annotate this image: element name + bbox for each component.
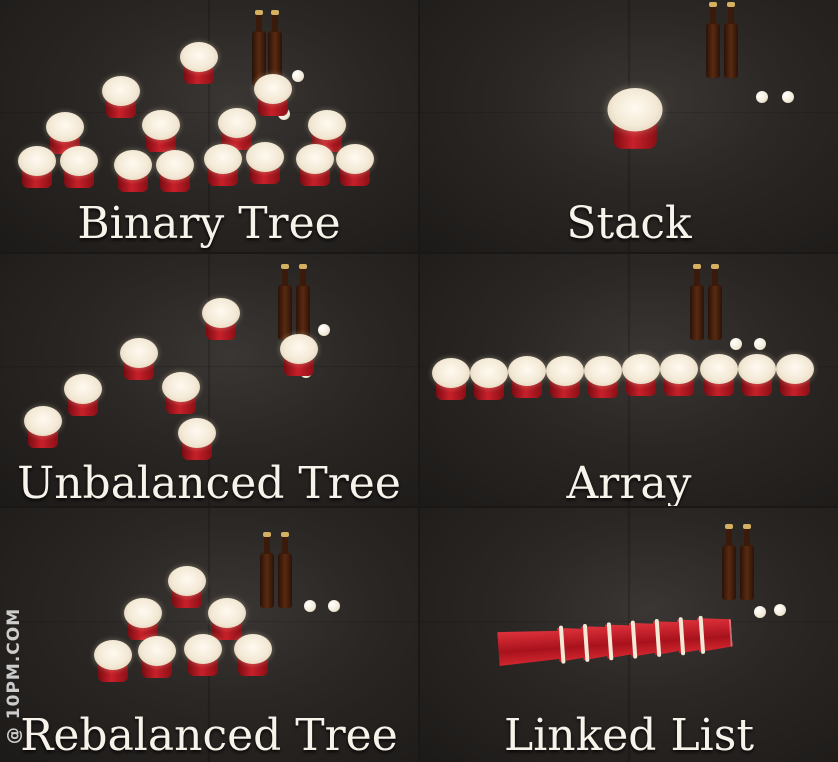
beer-bottles <box>258 532 302 608</box>
beer-bottles <box>704 2 748 78</box>
cup <box>204 144 242 190</box>
cup <box>178 418 216 464</box>
beer-bottles <box>250 10 294 86</box>
ping-pong-ball <box>782 91 794 103</box>
panel-caption: Rebalanced Tree <box>20 710 398 761</box>
ping-pong-ball <box>754 606 766 618</box>
cup <box>202 298 240 344</box>
ping-pong-ball <box>292 70 304 82</box>
cup <box>234 634 272 680</box>
cup <box>114 150 152 196</box>
ping-pong-ball <box>774 604 786 616</box>
cup <box>60 146 98 192</box>
stacked-cups <box>607 88 663 155</box>
cup <box>156 150 194 196</box>
cup <box>120 338 158 384</box>
watermark-text: @ 10PM.COM <box>4 607 25 745</box>
cup <box>584 356 622 402</box>
panel-caption: Linked List <box>503 710 755 761</box>
cup <box>660 354 698 400</box>
panel-caption: Binary Tree <box>77 198 341 249</box>
cup <box>508 356 546 402</box>
cup <box>142 110 180 156</box>
cup <box>254 74 292 120</box>
cup <box>184 634 222 680</box>
cup <box>470 358 508 404</box>
cup <box>700 354 738 400</box>
cup <box>336 144 374 190</box>
cup <box>46 112 84 158</box>
cup <box>18 146 56 192</box>
cup <box>94 640 132 686</box>
cup <box>138 636 176 682</box>
beer-bottles <box>276 264 320 340</box>
cup <box>546 356 584 402</box>
cup <box>776 354 814 400</box>
cup <box>24 406 62 452</box>
cup <box>280 334 318 380</box>
cup <box>162 372 200 418</box>
panel-unbalanced-tree: Unbalanced Tree <box>0 254 418 506</box>
ping-pong-ball <box>304 600 316 612</box>
cup <box>738 354 776 400</box>
cup <box>246 142 284 188</box>
ping-pong-ball <box>318 324 330 336</box>
ping-pong-ball <box>754 338 766 350</box>
panel-array: Array <box>420 254 838 506</box>
panel-caption: Unbalanced Tree <box>17 458 401 506</box>
ping-pong-ball <box>730 338 742 350</box>
beer-bottles <box>720 524 764 600</box>
cup <box>622 354 660 400</box>
panel-binary-tree: Binary Tree <box>0 0 418 252</box>
ping-pong-ball <box>328 600 340 612</box>
panel-caption: Stack <box>566 198 692 249</box>
panel-caption: Array <box>566 458 692 506</box>
panel-linked-list: Linked List <box>420 508 838 762</box>
cup <box>432 358 470 404</box>
cup <box>102 76 140 122</box>
ping-pong-ball <box>756 91 768 103</box>
cup <box>168 566 206 612</box>
cup <box>180 42 218 88</box>
panel-stack: Stack <box>420 0 838 252</box>
watermark: @ 10PM.COM <box>2 596 26 756</box>
cup <box>64 374 102 420</box>
cup <box>296 144 334 190</box>
beer-bottles <box>688 264 732 340</box>
nested-cups-row <box>497 610 732 670</box>
panel-rebalanced-tree: Rebalanced Tree <box>0 508 418 762</box>
